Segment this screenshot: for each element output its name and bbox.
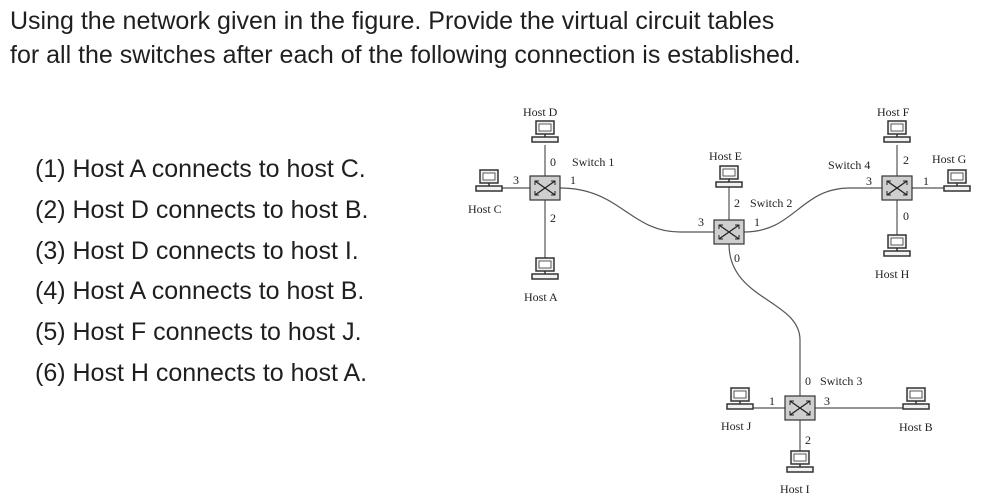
host-j-icon [726, 387, 754, 410]
host-c-icon [475, 169, 503, 192]
task-item-3: (3) Host D connects to host I. [35, 236, 359, 265]
s2-port-right: 1 [754, 215, 760, 229]
host-b-label: Host B [899, 420, 933, 434]
host-a-icon [531, 257, 559, 280]
links [502, 145, 944, 455]
s4-port-right: 1 [923, 174, 929, 188]
link-s2-s4 [743, 187, 882, 233]
host-h-icon [883, 234, 911, 257]
host-d-icon [531, 120, 559, 143]
link-s1-s2 [559, 187, 714, 233]
s1-port-top: 0 [550, 155, 556, 169]
switch-4-icon [881, 175, 913, 201]
task-item-5: (5) Host F connects to host J. [35, 318, 362, 347]
task-item-1: (1) Host A connects to host C. [35, 155, 366, 183]
s1-port-left: 3 [513, 173, 519, 187]
host-e-icon [715, 165, 743, 188]
host-g-icon [943, 169, 971, 192]
switch-2-icon [713, 219, 745, 245]
question-line-2: for all the switches after each of the f… [10, 41, 801, 69]
host-d-label: Host D [523, 105, 558, 119]
switch-1-icon [529, 175, 561, 201]
s1-port-right: 1 [570, 173, 576, 187]
s4-port-left: 3 [866, 174, 872, 188]
switch-1-label: Switch 1 [572, 155, 614, 169]
host-f-icon [883, 120, 911, 143]
task-item-2: (2) Host D connects to host B. [35, 195, 369, 224]
host-b-icon [902, 387, 930, 410]
s4-port-bottom: 0 [903, 209, 909, 223]
task-item-4: (4) Host A connects to host B. [35, 277, 365, 306]
link-s2-s3 [728, 243, 801, 396]
host-c-label: Host C [468, 202, 502, 216]
switch-4-label: Switch 4 [828, 158, 870, 172]
s3-port-right: 3 [824, 394, 830, 408]
s2-port-top: 2 [734, 196, 740, 210]
switch-2-label: Switch 2 [750, 196, 792, 210]
host-a-label: Host A [524, 290, 558, 304]
host-i-label: Host I [780, 482, 810, 496]
s3-port-left: 1 [769, 394, 775, 408]
switch-3-icon [784, 395, 816, 421]
s2-port-left: 3 [698, 215, 704, 229]
s1-port-bottom: 2 [550, 211, 556, 225]
host-f-label: Host F [877, 105, 910, 119]
host-g-label: Host G [932, 152, 967, 166]
question-line-1: Using the network given in the figure. P… [10, 7, 775, 35]
s4-port-top: 2 [903, 153, 909, 167]
s3-port-top: 0 [805, 374, 811, 388]
host-j-label: Host J [721, 419, 752, 433]
s3-port-bottom: 2 [805, 433, 811, 447]
question-text: Using the network given in the figure. P… [10, 4, 970, 72]
host-h-label: Host H [875, 267, 910, 281]
switch-3-label: Switch 3 [820, 374, 862, 388]
task-item-6: (6) Host H connects to host A. [35, 358, 368, 387]
task-list: (1) Host A connects to host C. (2) Host … [35, 149, 368, 394]
host-e-label: Host E [709, 149, 742, 163]
s2-port-bottom: 0 [734, 251, 740, 265]
host-i-icon [786, 450, 814, 473]
